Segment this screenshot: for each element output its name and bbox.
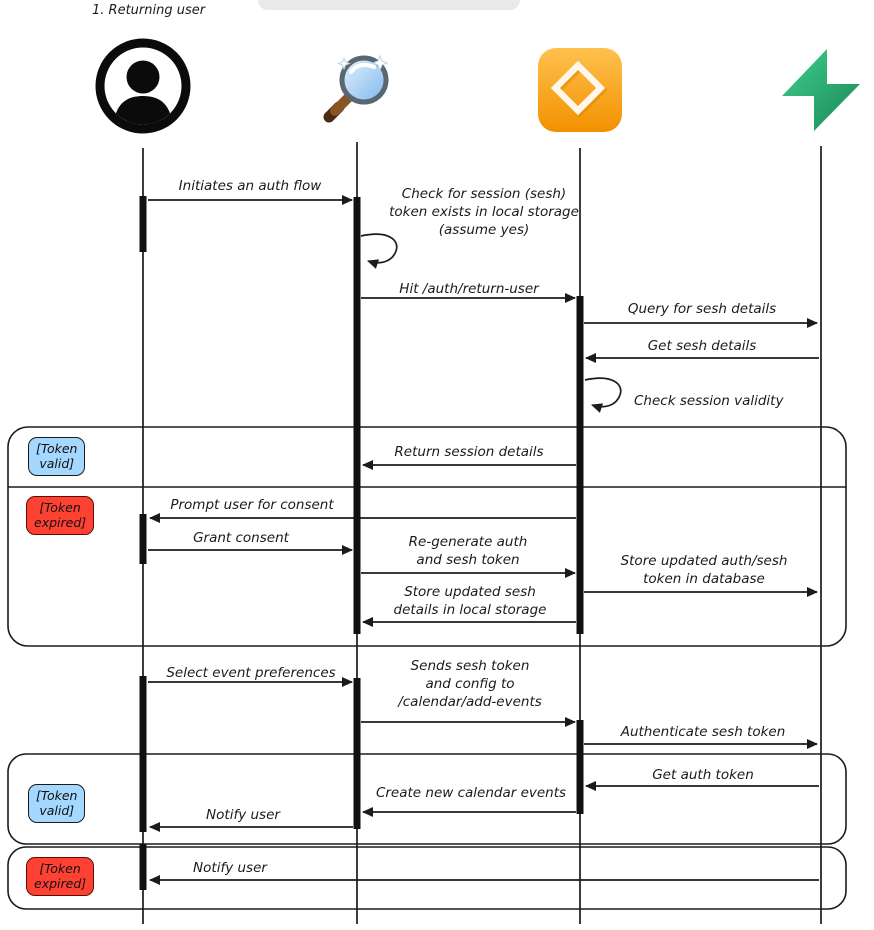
activation-user-1	[139, 196, 147, 252]
activation-extension-2	[353, 678, 361, 829]
activation-api-2	[576, 720, 584, 814]
token-valid-badge: [Token valid]	[28, 437, 86, 476]
message-label: Hit /auth/return-user	[399, 281, 539, 297]
message-label: Select event preferences	[166, 665, 336, 681]
message-label: Check for session (sesh) token exists in…	[389, 186, 579, 239]
activation-api-1	[576, 296, 584, 634]
activation-extension-1	[353, 197, 361, 634]
message-label: Authenticate sesh token	[620, 724, 786, 740]
token-valid-badge: [Token valid]	[28, 784, 86, 823]
message-label: Notify user	[206, 807, 280, 823]
message-label: Check session validity	[634, 393, 784, 409]
message-label: Grant consent	[193, 530, 289, 546]
magnifier-icon	[317, 48, 397, 128]
activation-user-3	[139, 676, 147, 832]
alt-frame-3	[7, 846, 847, 910]
message-label: Query for sesh details	[627, 301, 777, 317]
message-label: Prompt user for consent	[170, 497, 334, 513]
api-server-icon	[534, 44, 626, 136]
message-label: Store updated sesh details in local stor…	[393, 584, 547, 619]
top-panel	[258, 0, 520, 10]
page-title: 1. Returning user	[92, 3, 206, 18]
alt-frame-1	[7, 426, 847, 647]
message-label: Store updated auth/sesh token in databas…	[620, 553, 788, 588]
token-expired-badge: [Token expired]	[26, 496, 95, 535]
user-icon	[95, 38, 191, 134]
message-label: Get auth token	[652, 767, 754, 783]
alt-frame-2	[7, 753, 847, 845]
message-label: Get sesh details	[647, 338, 757, 354]
message-label: Return session details	[394, 444, 544, 460]
supabase-icon	[777, 46, 865, 134]
activation-user-2	[139, 514, 147, 564]
message-label: Initiates an auth flow	[178, 178, 322, 194]
message-label: Create new calendar events	[375, 785, 567, 801]
self-arrow-check-session-validity	[584, 377, 622, 413]
activation-user-4	[139, 844, 147, 890]
message-label: Re-generate auth and sesh token	[408, 534, 528, 569]
message-label: Sends sesh token and config to /calendar…	[398, 658, 542, 711]
token-expired-badge: [Token expired]	[26, 857, 95, 896]
message-label: Notify user	[193, 860, 267, 876]
self-arrow-check-session-token	[360, 233, 398, 269]
